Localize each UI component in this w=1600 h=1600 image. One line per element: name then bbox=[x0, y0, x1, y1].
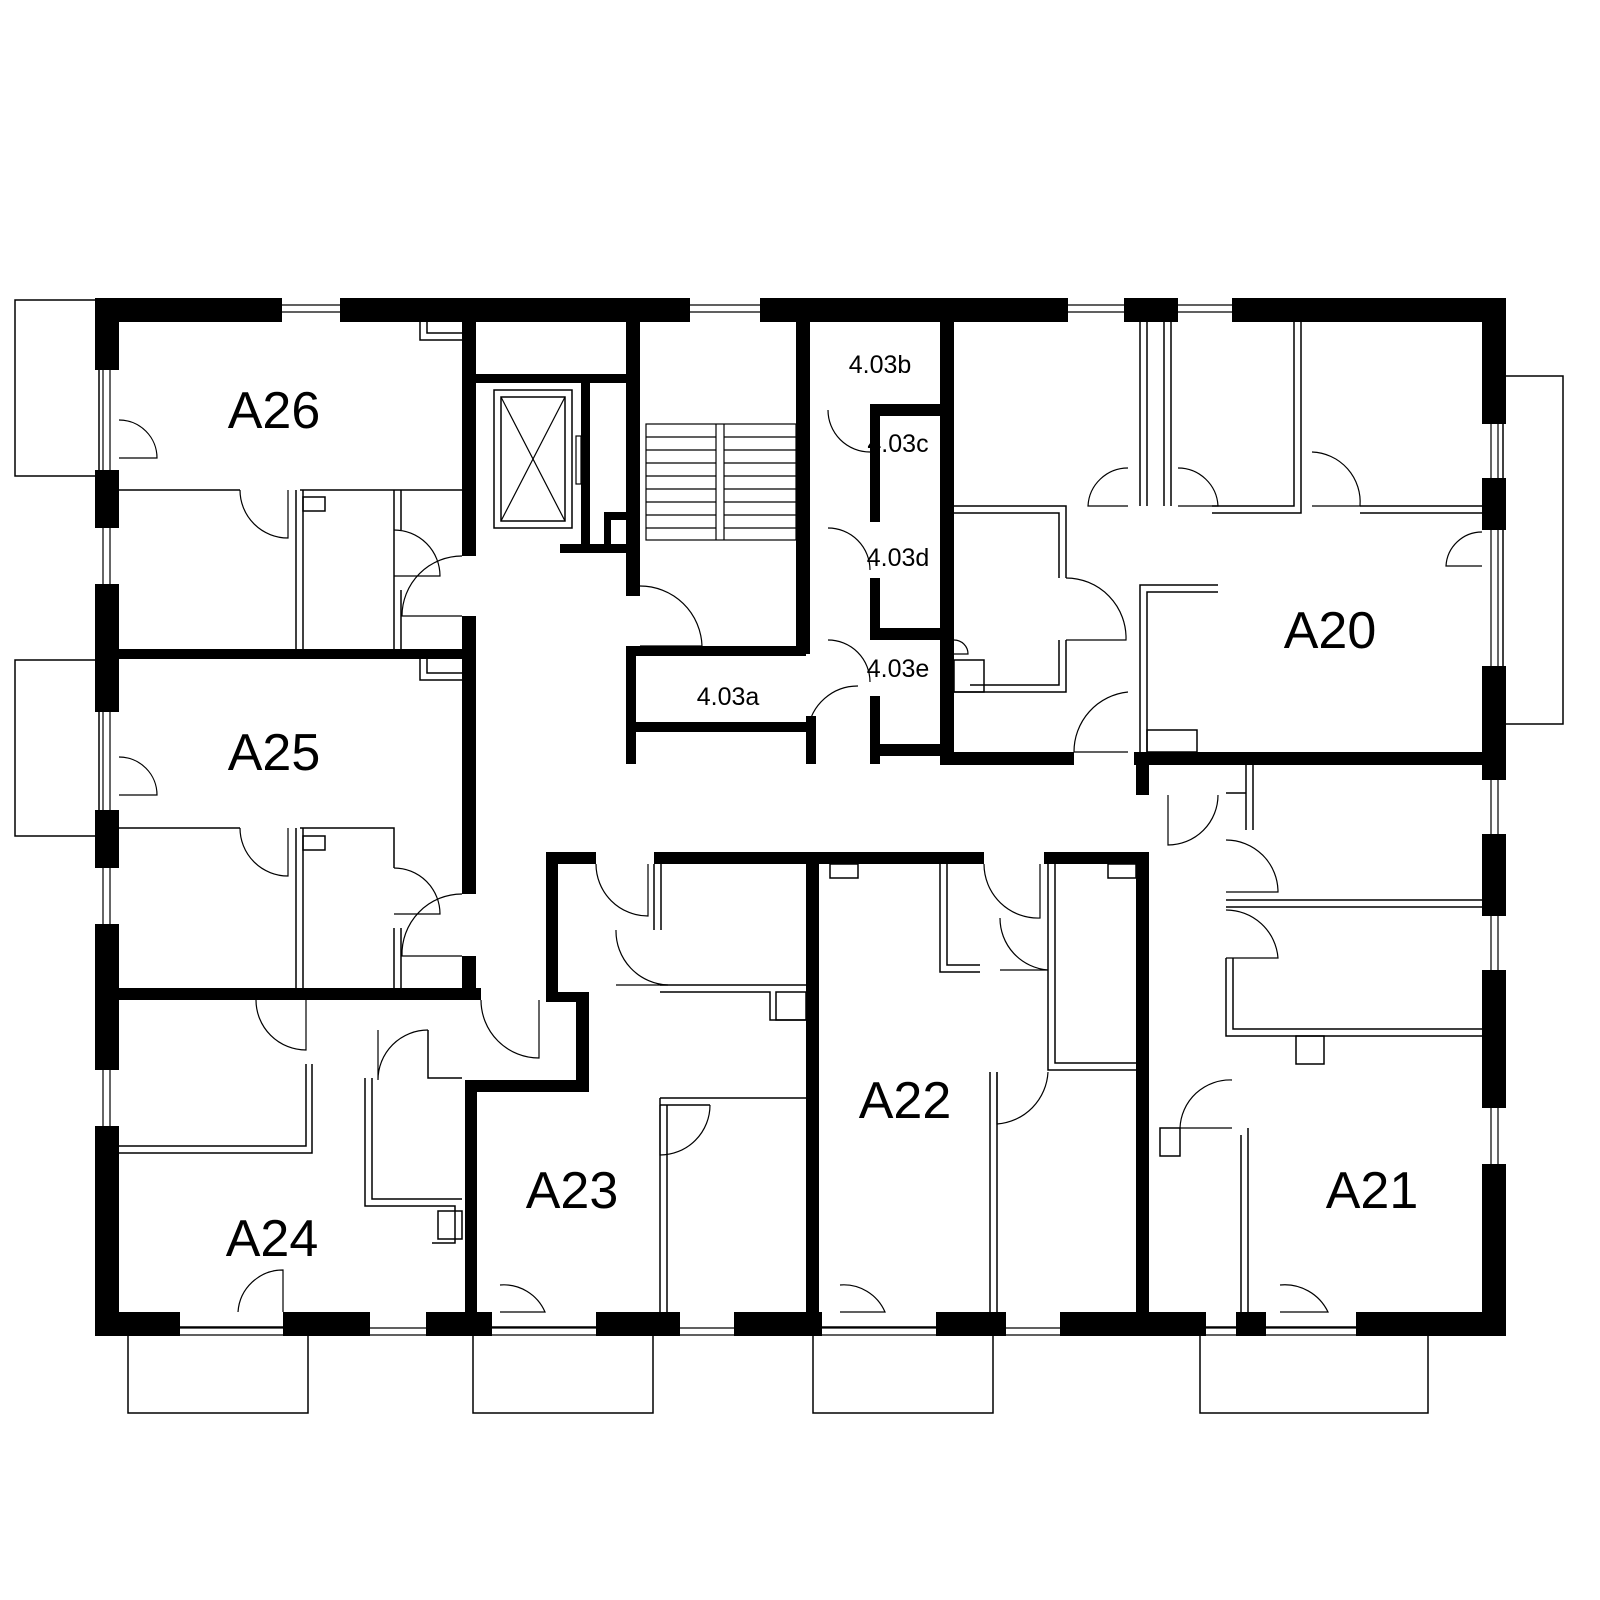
storage-4-03a[interactable]: 4.03a bbox=[697, 683, 760, 711]
partitions bbox=[119, 322, 1482, 1312]
unit-a23[interactable]: A23 bbox=[526, 1162, 619, 1220]
unit-a22-label: A22 bbox=[859, 1072, 952, 1130]
storage-4-03e[interactable]: 4.03e bbox=[867, 655, 930, 683]
balcony-a23 bbox=[472, 1326, 654, 1414]
balcony-a25 bbox=[14, 659, 100, 837]
balconies bbox=[14, 299, 1564, 1414]
unit-a23-label: A23 bbox=[526, 1162, 619, 1220]
storage-4-03b-label: 4.03b bbox=[849, 351, 912, 379]
storage-4-03c[interactable]: 4.03c bbox=[867, 430, 928, 458]
elevator bbox=[493, 389, 582, 529]
windows bbox=[102, 304, 1499, 1336]
balcony-a24 bbox=[127, 1326, 309, 1414]
storage-4-03b[interactable]: 4.03b bbox=[849, 351, 912, 379]
storage-4-03e-label: 4.03e bbox=[867, 655, 930, 683]
storage-4-03d-label: 4.03d bbox=[867, 544, 930, 572]
storage-4-03a-label: 4.03a bbox=[697, 683, 760, 711]
unit-a21[interactable]: A21 bbox=[1326, 1162, 1419, 1220]
unit-a24[interactable]: A24 bbox=[226, 1210, 319, 1268]
balcony-a26 bbox=[14, 299, 100, 477]
unit-a26[interactable]: A26 bbox=[228, 382, 321, 440]
unit-a20-label: A20 bbox=[1284, 602, 1377, 660]
storage-4-03c-label: 4.03c bbox=[867, 430, 928, 458]
unit-a25[interactable]: A25 bbox=[228, 724, 321, 782]
unit-a22[interactable]: A22 bbox=[859, 1072, 952, 1130]
storage-4-03d[interactable]: 4.03d bbox=[867, 544, 930, 572]
stairs bbox=[645, 423, 797, 541]
balcony-a22 bbox=[812, 1326, 994, 1414]
door-swings bbox=[118, 409, 1483, 1313]
balcony-a21 bbox=[1199, 1326, 1429, 1414]
unit-a20[interactable]: A20 bbox=[1284, 602, 1377, 660]
unit-a26-label: A26 bbox=[228, 382, 321, 440]
unit-a24-label: A24 bbox=[226, 1210, 319, 1268]
walls bbox=[95, 298, 1506, 1336]
balcony-a20 bbox=[1502, 375, 1564, 725]
unit-a21-label: A21 bbox=[1326, 1162, 1419, 1220]
unit-a25-label: A25 bbox=[228, 724, 321, 782]
